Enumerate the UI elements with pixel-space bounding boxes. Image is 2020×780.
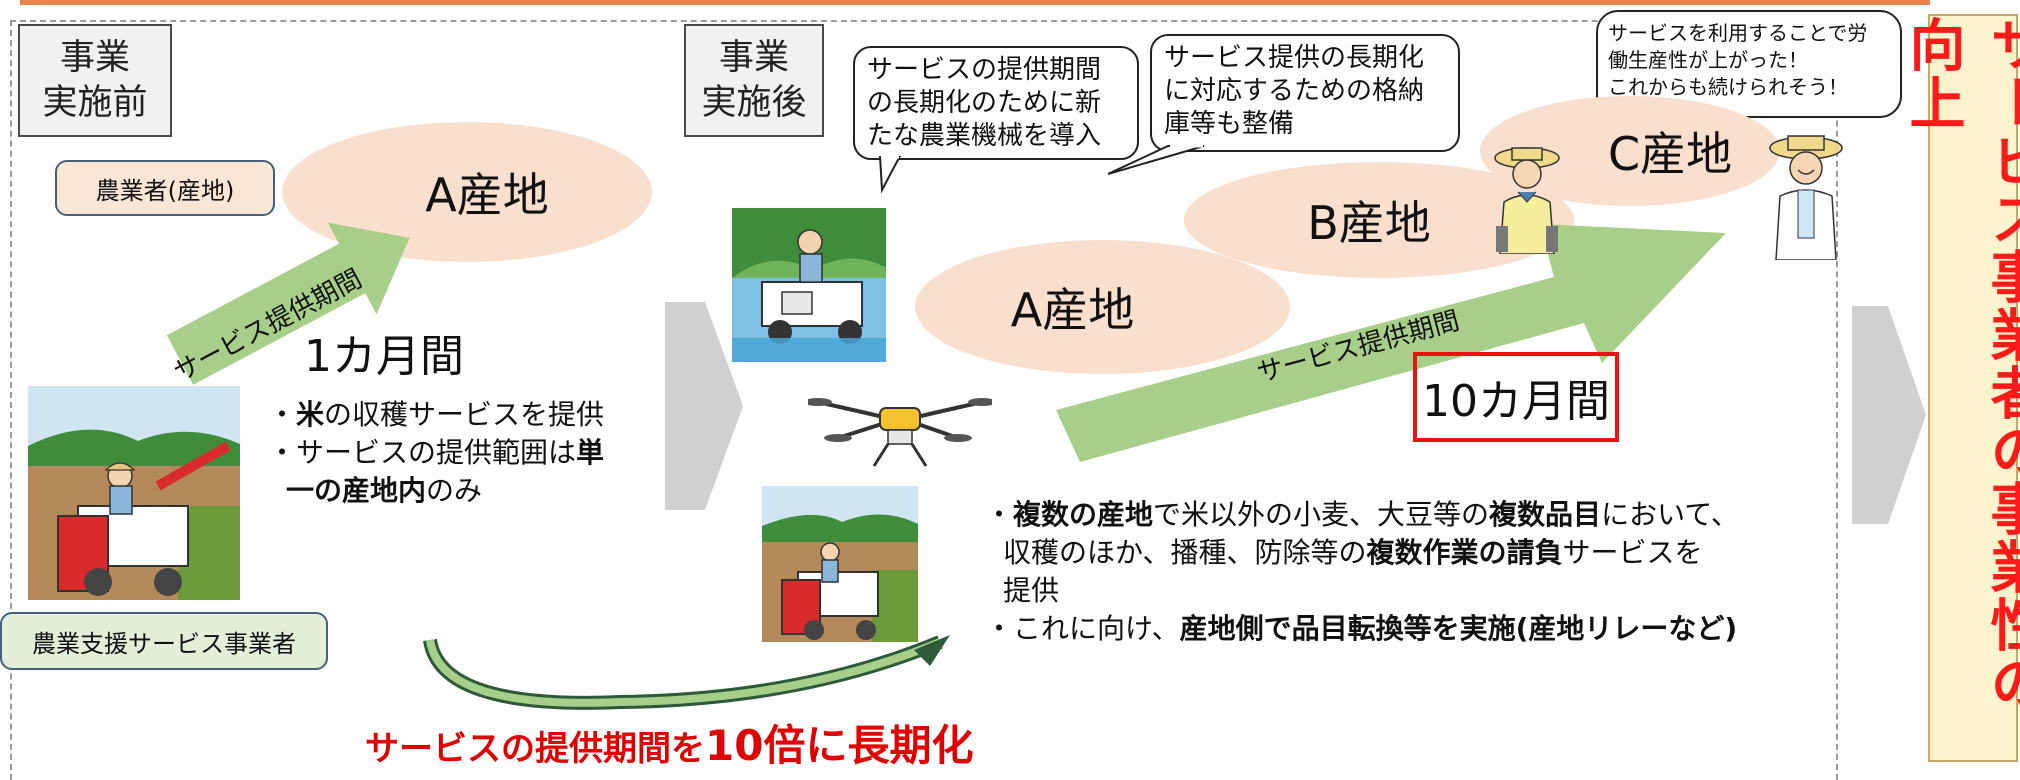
bullet-text: で米以外の小麦、大豆等の (1153, 498, 1490, 531)
rice-transplanter-illustration (732, 208, 886, 362)
after-service-arrow: サービス提供期間 (1056, 224, 1726, 462)
bullet-bold: 複数の産地 (1013, 498, 1154, 531)
curved-arrow (423, 635, 950, 710)
bullet-text: 提供 (1003, 574, 1060, 607)
farmer-illustration-b (1494, 147, 1560, 254)
callout1-tail (878, 156, 902, 194)
callout2-line2: に対応するための格納 (1164, 76, 1425, 106)
before-stage-label: 事業 実施前 (18, 24, 172, 137)
after-bullet-1: ・複数の産地で米以外の小麦、大豆等の複数品目において、 (985, 496, 1795, 534)
bullet-text: のみ (426, 474, 483, 507)
after-bullets: ・複数の産地で米以外の小麦、大豆等の複数品目において、 収穫のほか、播種、防除等… (985, 496, 1795, 648)
callout3-line2: 働生産性が上がった！ (1608, 48, 1808, 72)
after-bullet-1-line2: 収穫のほか、播種、防除等の複数作業の請負サービスを (985, 534, 1795, 572)
after-origin-a-label: A産地 (1010, 283, 1135, 337)
bullet-prefix: ・これに向け、 (985, 612, 1180, 645)
gray-arrow-left (665, 302, 743, 510)
after-bullet-1-line3: 提供 (985, 572, 1795, 610)
after-bullet-2: ・これに向け、産地側で品目転換等を実施(産地リレーなど) (985, 610, 1795, 648)
after-duration-box: 10カ月間 (1413, 352, 1619, 442)
result-text: サービス事業者の事業性の向上 (1900, 16, 2020, 712)
before-stage-line2: 実施前 (42, 83, 148, 123)
diagram-frame (10, 20, 1838, 780)
bullet-prefix: ・サービスの提供範囲は (268, 436, 577, 469)
bullet-bold: 米 (296, 398, 325, 431)
after-duration: 10カ月間 (1422, 376, 1610, 427)
callout-storage: サービス提供の長期化 に対応するための格納 庫等も整備 (1150, 34, 1460, 152)
headline-part3: に長期化 (805, 721, 974, 770)
after-stage-line2: 実施後 (701, 83, 807, 123)
headline: サービスの提供期間を10倍に長期化 (365, 712, 973, 773)
callout3-line1: サービスを利用することで労 (1608, 21, 1868, 45)
farmer-illustration-c (1769, 135, 1843, 260)
before-bullet-2-cont: 一の産地内のみ (268, 472, 648, 510)
bullet-text: において、 (1601, 498, 1739, 531)
headline-part1: サービスの提供期間を (365, 729, 705, 769)
bullet-bold: 一の産地内 (286, 474, 427, 507)
bullet-text: 収穫のほか、播種、防除等の (1003, 536, 1367, 569)
after-origin-c-label: C産地 (1607, 127, 1733, 181)
before-bullet-1: ・米の収穫サービスを提供 (268, 396, 648, 434)
provider-label: 農業支援サービス事業者 (0, 612, 328, 670)
bullet-bold: 産地側で品目転換等を実施(産地リレーなど) (1179, 612, 1738, 645)
callout1-line2: の長期化のために新 (867, 88, 1102, 118)
callout2-tail (1108, 144, 1205, 175)
callout-new-machinery: サービスの提供期間 の長期化のために新 たな農業機械を導入 (853, 46, 1139, 160)
bullet-bold: 複数品目 (1489, 498, 1602, 531)
bullet-prefix: ・ (985, 498, 1014, 531)
before-duration: 1カ月間 (304, 331, 464, 382)
callout1-line3: たな農業機械を導入 (867, 121, 1102, 151)
callout2-line1: サービス提供の長期化 (1164, 43, 1425, 73)
provider-label-text: 農業支援サービス事業者 (32, 629, 296, 658)
headline-part2: 10倍 (705, 721, 806, 770)
bullet-text: サービスを (1562, 536, 1703, 569)
farmer-label: 農業者(産地) (55, 160, 275, 216)
top-accent-bar (20, 0, 1930, 5)
drone-illustration (808, 398, 992, 467)
before-service-arrow: サービス提供期間 (166, 222, 410, 387)
before-bullets: ・米の収穫サービスを提供 ・サービスの提供範囲は単 一の産地内のみ (268, 396, 648, 510)
bullet-bold: 複数作業の請負 (1366, 536, 1563, 569)
before-stage-line1: 事業 (59, 38, 130, 78)
callout1-line1: サービスの提供期間 (867, 55, 1102, 85)
callout2-line3: 庫等も整備 (1164, 109, 1295, 139)
after-stage-label: 事業 実施後 (684, 24, 824, 137)
bullet-prefix: ・ (268, 398, 297, 431)
after-origin-a: A産地 (915, 240, 1290, 374)
callout3-line3: これからも続けられそう！ (1608, 75, 1848, 99)
harvester-illustration-before (28, 386, 240, 600)
bullet-text: の収穫サービスを提供 (324, 398, 605, 431)
before-bullet-2: ・サービスの提供範囲は単 (268, 434, 648, 472)
farmer-label-text: 農業者(産地) (95, 176, 235, 205)
before-origin-a-label: A産地 (425, 168, 549, 222)
after-origin-b-label: B産地 (1307, 196, 1431, 250)
harvester-illustration-after (762, 486, 918, 642)
bullet-bold: 単 (576, 436, 605, 469)
gray-arrow-right (1852, 306, 1926, 524)
after-stage-line1: 事業 (718, 38, 789, 78)
result-panel: サービス事業者の事業性の向上 (1900, 14, 2020, 762)
